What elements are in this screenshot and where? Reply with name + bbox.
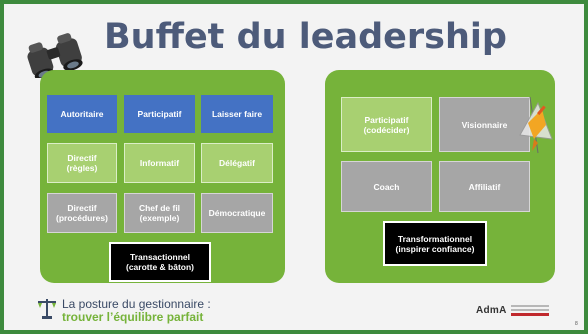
page-number: 8 xyxy=(575,321,578,327)
adma-logo: AdmA xyxy=(476,303,549,318)
slide-border-left xyxy=(0,0,4,334)
slide-border-right xyxy=(584,0,588,334)
style-box-democratique: Démocratique xyxy=(201,193,273,233)
slide-border-bottom xyxy=(0,330,588,334)
style-box-delegatif: Délégatif xyxy=(201,143,273,183)
style-box-affiliatif: Affiliatif xyxy=(439,161,530,212)
style-box-participatif: Participatif xyxy=(124,95,195,133)
style-box-chef-de-fil: Chef de fil (exemple) xyxy=(124,193,195,233)
adma-brand: AdmA xyxy=(476,305,507,316)
style-box-directif-procedures: Directif (procédures) xyxy=(47,193,117,233)
style-box-directif-regles: Directif (règles) xyxy=(47,143,117,183)
slide-border-top xyxy=(0,0,588,4)
style-box-autoritaire: Autoritaire xyxy=(47,95,117,133)
footer-subtitle: La posture du gestionnaire : xyxy=(62,297,211,311)
slide-title: Buffet du leadership xyxy=(104,17,507,57)
set-square-pencil-icon xyxy=(519,96,553,154)
style-box-laisser-faire: Laisser faire xyxy=(201,95,273,133)
adma-logo-lines xyxy=(510,303,549,318)
style-box-informatif: Informatif xyxy=(124,143,195,183)
balance-scale-icon xyxy=(38,299,56,319)
transformational-box: Transformationnel (inspirer confiance) xyxy=(383,221,487,266)
style-box-coach: Coach xyxy=(341,161,432,212)
footer-tagline: trouver l’équilibre parfait xyxy=(62,310,204,324)
style-box-participatif-codecider: Participatif (codécider) xyxy=(341,97,432,152)
transactional-box: Transactionnel (carotte & bâton) xyxy=(109,242,211,282)
